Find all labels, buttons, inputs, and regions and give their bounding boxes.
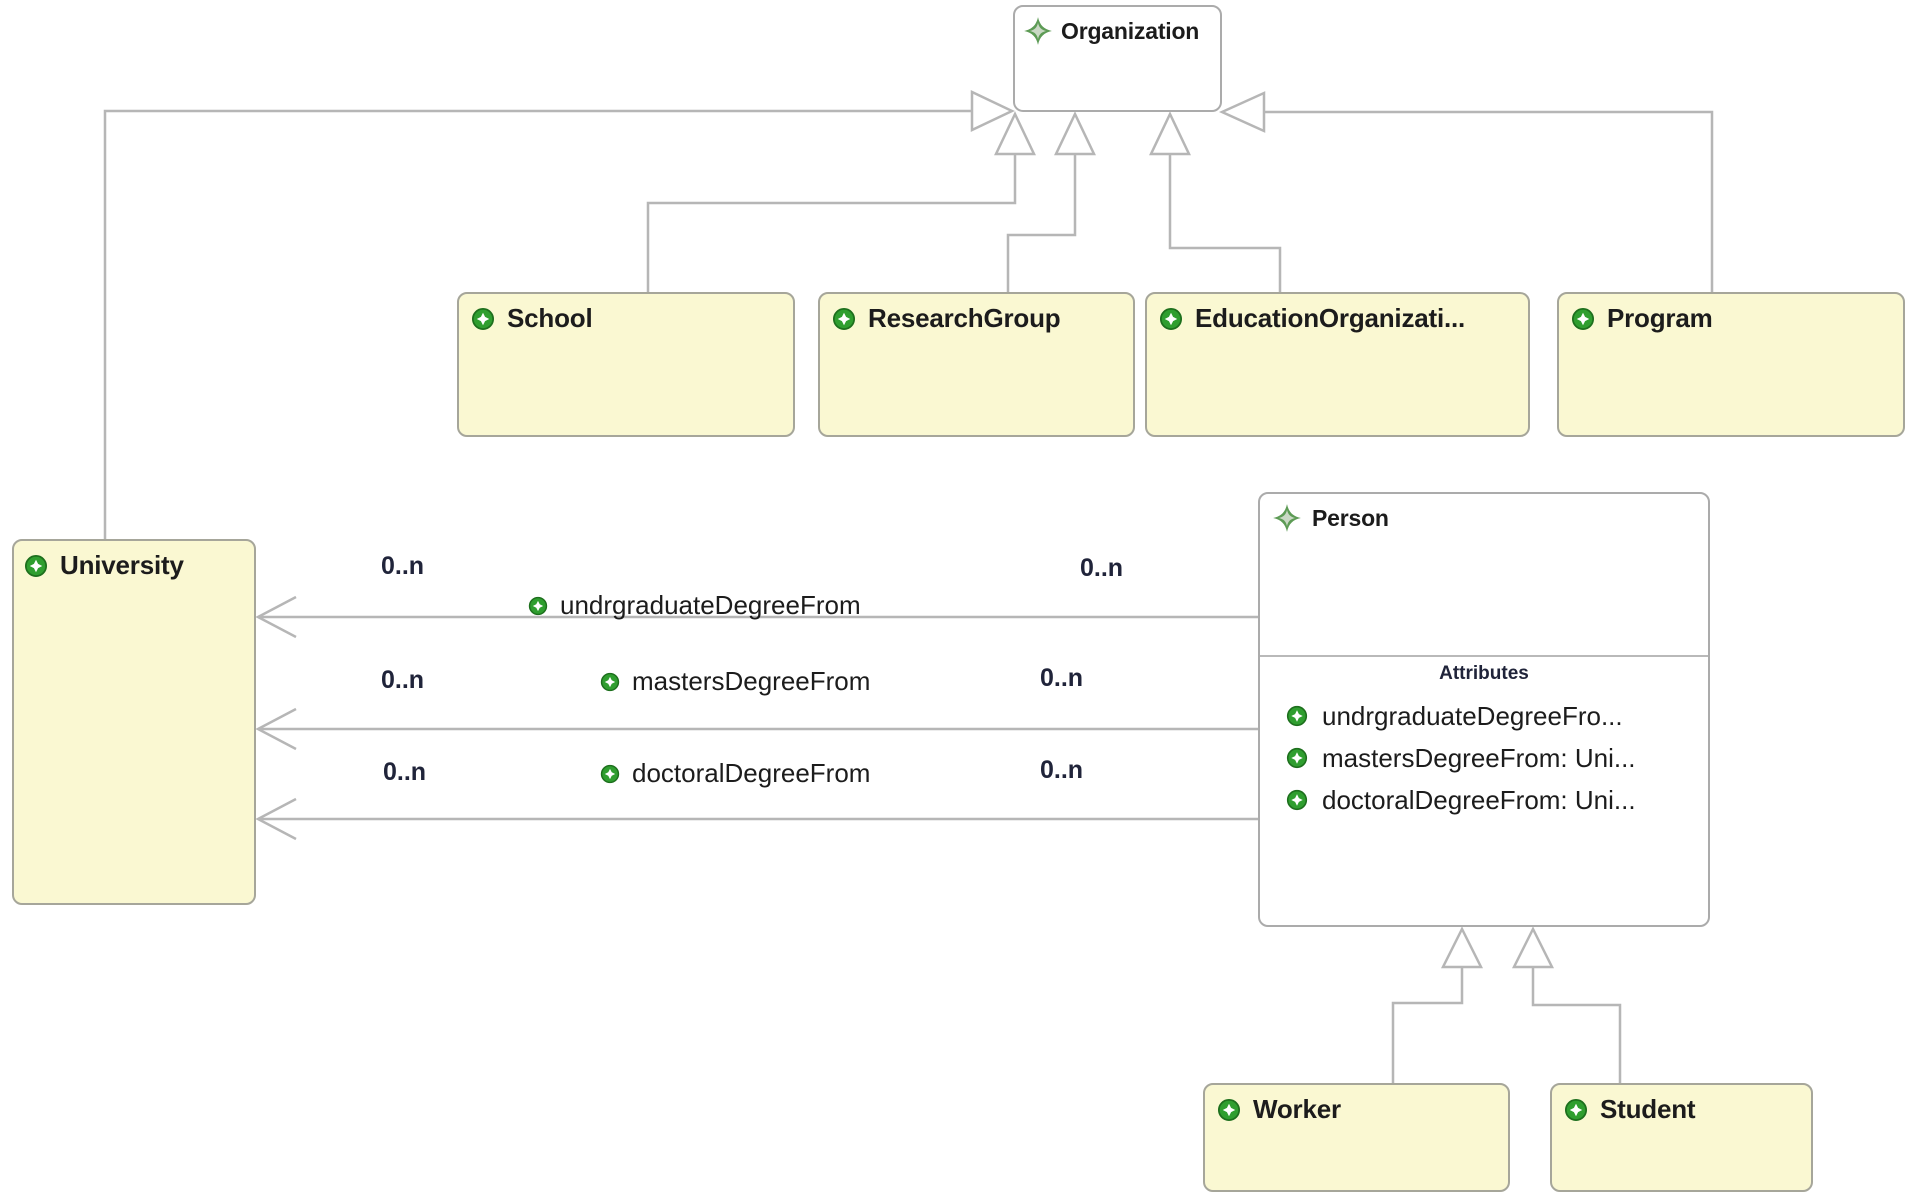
attribute-text: mastersDegreeFrom: Uni... [1322,742,1636,773]
class-node-educationorganization[interactable]: EducationOrganizati... [1145,292,1530,437]
generalization-student-person [1511,926,1622,1083]
generalization-university-organization [103,90,1015,539]
association-label-text: undrgraduateDegreeFrom [560,590,861,620]
green-circle-icon [471,307,495,331]
generalization-program-organization [1218,91,1714,292]
class-node-student[interactable]: Student [1550,1083,1813,1192]
green-circle-icon [832,307,856,331]
association-label-undergraduatedegreefrom[interactable]: undrgraduateDegreeFrom [528,590,861,621]
green-circle-icon [600,764,620,784]
association-label-text: doctoralDegreeFrom [632,758,871,788]
generalization-educationorganization-organization [1149,111,1282,292]
class-title: Program [1607,303,1713,333]
class-title: ResearchGroup [868,303,1061,333]
green-circle-icon [1286,789,1308,811]
green-star-icon [1023,16,1053,46]
multiplicity-label: 0..n [1040,664,1084,692]
attributes-section-title: Attributes [1439,663,1529,684]
multiplicity-label: 0..n [381,666,425,694]
class-title: Person [1312,504,1389,531]
green-circle-icon [600,672,620,692]
class-node-university[interactable]: University [12,539,256,905]
green-circle-icon [1286,747,1308,769]
green-circle-icon [1286,705,1308,727]
class-title: Organization [1061,17,1200,44]
attribute-row[interactable]: doctoralDegreeFrom: Uni... [1260,779,1708,821]
class-node-researchgroup[interactable]: ResearchGroup [818,292,1135,437]
attribute-row[interactable]: mastersDegreeFrom: Uni... [1260,737,1708,779]
class-title: EducationOrganizati... [1195,303,1466,333]
association-line-doctoraldegreefrom [255,797,1258,841]
attribute-text: undrgraduateDegreeFro... [1322,700,1623,731]
multiplicity-label: 0..n [1080,554,1124,582]
generalization-researchgroup-organization [1006,111,1096,292]
association-label-text: mastersDegreeFrom [632,666,871,696]
class-node-school[interactable]: School [457,292,795,437]
green-circle-icon [1571,307,1595,331]
association-label-mastersdegreefrom[interactable]: mastersDegreeFrom [600,666,870,697]
class-node-person[interactable]: Person Attributes undrgraduateDegreeFro.… [1258,492,1710,927]
green-circle-icon [1159,307,1183,331]
multiplicity-label: 0..n [381,552,425,580]
class-node-program[interactable]: Program [1557,292,1905,437]
class-node-worker[interactable]: Worker [1203,1083,1510,1192]
green-circle-icon [528,596,548,616]
multiplicity-label: 0..n [383,758,427,786]
class-title: School [507,303,593,333]
association-line-mastersdegreefrom [255,707,1258,751]
class-title: University [60,550,184,580]
class-title: Student [1600,1094,1696,1124]
attribute-row[interactable]: undrgraduateDegreeFro... [1260,695,1708,737]
multiplicity-label: 0..n [1040,756,1084,784]
association-line-undergraduatedegreefrom [255,595,1258,639]
attribute-text: doctoralDegreeFrom: Uni... [1322,784,1636,815]
green-circle-icon [1217,1098,1241,1122]
generalization-worker-person [1391,926,1484,1083]
green-circle-icon [24,554,48,578]
class-node-organization[interactable]: Organization [1013,5,1222,112]
green-star-icon [1272,503,1302,533]
association-label-doctoraldegreefrom[interactable]: doctoralDegreeFrom [600,758,870,789]
class-title: Worker [1253,1094,1341,1124]
green-circle-icon [1564,1098,1588,1122]
generalization-school-organization [646,111,1036,292]
